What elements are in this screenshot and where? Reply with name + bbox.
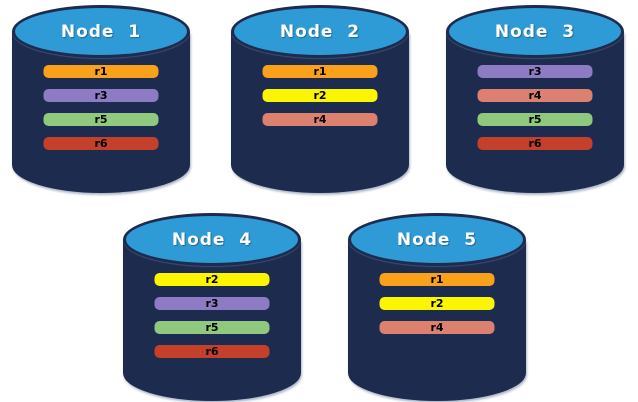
cylinder-body xyxy=(123,240,301,401)
cylinder-top-ellipse: Node 1 xyxy=(12,5,190,58)
row-bar-r5: r5 xyxy=(154,321,270,334)
cylinder-body xyxy=(348,240,526,401)
cylinder-top-ellipse: Node 2 xyxy=(231,5,409,58)
row-list: r3 r4 r5 r6 xyxy=(477,65,593,150)
row-bar-r4: r4 xyxy=(379,321,495,334)
row-bar-r3: r3 xyxy=(43,89,159,102)
row-bar-r3: r3 xyxy=(477,65,593,78)
cylinder-top-ellipse: Node 5 xyxy=(348,213,526,266)
row-bar-r6: r6 xyxy=(154,345,270,358)
row-bar-r5: r5 xyxy=(477,113,593,126)
database-node-5: Node 5 r1 r2 r4 xyxy=(348,213,526,401)
node-title: Node 4 xyxy=(171,229,253,250)
database-node-1: Node 1 r1 r3 r5 r6 xyxy=(12,5,190,193)
cylinder-body xyxy=(446,32,624,193)
row-list: r1 r2 r4 xyxy=(262,65,378,126)
cylinder-top-ellipse: Node 4 xyxy=(123,213,301,266)
row-bar-r6: r6 xyxy=(477,137,593,150)
node-title: Node 5 xyxy=(396,229,478,250)
row-bar-r2: r2 xyxy=(154,273,270,286)
cylinder-body xyxy=(231,32,409,193)
node-title: Node 2 xyxy=(279,21,361,42)
cylinder-body xyxy=(12,32,190,193)
database-node-4: Node 4 r2 r3 r5 r6 xyxy=(123,213,301,401)
row-bar-r2: r2 xyxy=(379,297,495,310)
row-bar-r2: r2 xyxy=(262,89,378,102)
cylinder-top-ellipse: Node 3 xyxy=(446,5,624,58)
row-bar-r5: r5 xyxy=(43,113,159,126)
row-bar-r4: r4 xyxy=(477,89,593,102)
row-list: r2 r3 r5 r6 xyxy=(154,273,270,358)
row-bar-r1: r1 xyxy=(379,273,495,286)
row-bar-r1: r1 xyxy=(43,65,159,78)
node-title: Node 1 xyxy=(60,21,142,42)
row-list: r1 r3 r5 r6 xyxy=(43,65,159,150)
row-list: r1 r2 r4 xyxy=(379,273,495,334)
row-bar-r1: r1 xyxy=(262,65,378,78)
node-title: Node 3 xyxy=(494,21,576,42)
database-node-2: Node 2 r1 r2 r4 xyxy=(231,5,409,193)
database-node-3: Node 3 r3 r4 r5 r6 xyxy=(446,5,624,193)
row-bar-r6: r6 xyxy=(43,137,159,150)
row-bar-r4: r4 xyxy=(262,113,378,126)
row-bar-r3: r3 xyxy=(154,297,270,310)
